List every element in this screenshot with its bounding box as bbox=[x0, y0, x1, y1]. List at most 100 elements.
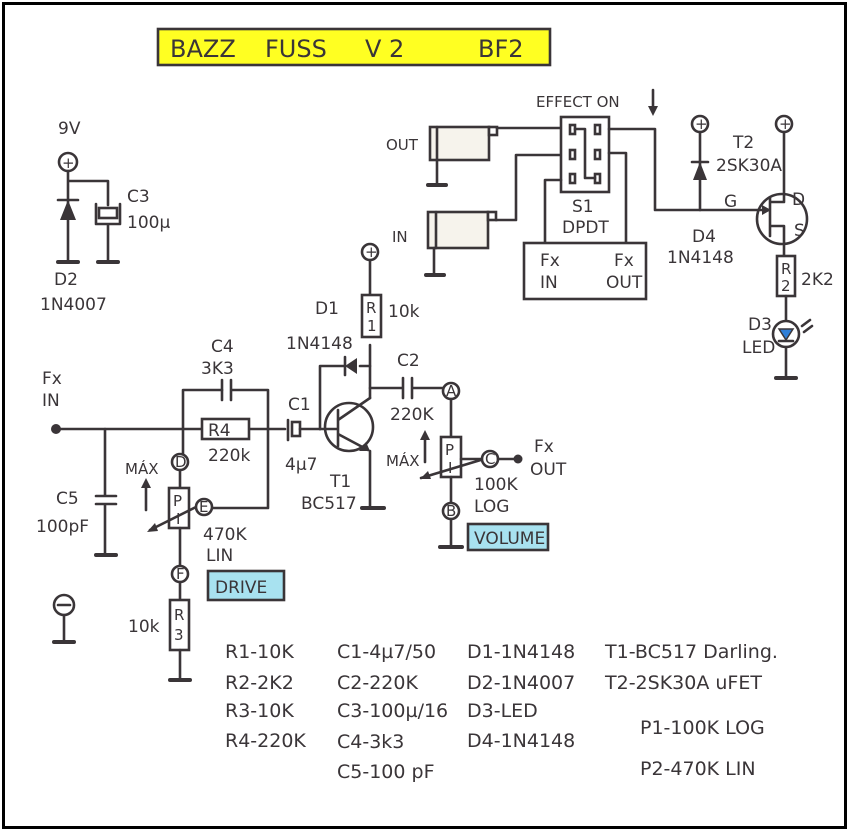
d4-label: D4 bbox=[692, 227, 716, 247]
node-d-label: D bbox=[175, 453, 187, 471]
plus-symbol: + bbox=[62, 154, 75, 172]
bom-pot-1: P1-100K LOG bbox=[640, 717, 765, 739]
c2-label: C2 bbox=[397, 351, 420, 371]
r4-label: R4 bbox=[208, 421, 231, 441]
power-section: 9V + C3 100µ D2 1N4007 bbox=[40, 119, 170, 315]
drive-label-box bbox=[206, 569, 286, 602]
p1-wiper-arrow-icon bbox=[420, 471, 431, 479]
node-e-label: E bbox=[199, 498, 208, 516]
bom-resistor-4: R4-220K bbox=[225, 730, 306, 752]
d4-diode-icon bbox=[693, 162, 707, 180]
t1-value: BC517 bbox=[301, 494, 357, 514]
led-triangle-icon bbox=[777, 328, 795, 342]
bom-resistor-2: R2-2K2 bbox=[225, 672, 294, 694]
p2-max-label: MÁX bbox=[125, 459, 158, 478]
t2-label: T2 bbox=[732, 133, 754, 153]
out-jack-icon bbox=[428, 125, 491, 162]
r1-letter: R bbox=[366, 299, 376, 317]
p2-letter: P bbox=[173, 492, 182, 510]
title-part-1: BAZZ bbox=[170, 35, 236, 63]
p1-taper: LOG bbox=[474, 497, 509, 517]
bom-transistor-2: T2-2SK30A uFET bbox=[604, 672, 762, 694]
fx-box-in-label-1: Fx bbox=[540, 251, 560, 271]
d2-label: D2 bbox=[54, 270, 78, 290]
p2-taper: LIN bbox=[206, 546, 233, 566]
t1-label: T1 bbox=[329, 472, 351, 492]
bom-resistor-3: R3-10K bbox=[225, 700, 294, 722]
c1-value: 4µ7 bbox=[285, 455, 317, 475]
d3-label: D3 bbox=[748, 315, 772, 335]
s1-lug bbox=[593, 148, 602, 161]
bom-diode-3: D3-LED bbox=[467, 700, 538, 722]
r2-value: 2K2 bbox=[801, 270, 834, 290]
t2-value: 2SK30A bbox=[716, 156, 782, 176]
in-jack-icon bbox=[426, 210, 490, 250]
fx-box-in-label-2: IN bbox=[540, 273, 558, 293]
fx-loop-box bbox=[522, 241, 648, 301]
in-jack-label: IN bbox=[392, 228, 408, 246]
node-b-label: B bbox=[446, 502, 456, 520]
s1-lug bbox=[568, 172, 577, 185]
c5-label: C5 bbox=[56, 489, 79, 509]
t1-emitter-arrow-icon bbox=[359, 442, 370, 451]
c3-capacitor-icon bbox=[97, 206, 119, 220]
node-f-label: F bbox=[176, 565, 185, 583]
s1-lug bbox=[593, 123, 602, 136]
p2-letter: I bbox=[176, 510, 180, 528]
t2-source-label: S bbox=[794, 221, 805, 241]
d2-value: 1N4007 bbox=[40, 295, 107, 315]
bom-pot-2: P2-470K LIN bbox=[640, 758, 756, 780]
effect-on-label: EFFECT ON bbox=[536, 93, 620, 111]
c3-label: C3 bbox=[127, 187, 150, 207]
d1-diode-icon bbox=[345, 358, 357, 374]
p2-value: 470K bbox=[203, 525, 247, 545]
fx-box-out-label-1: Fx bbox=[614, 251, 634, 271]
bom-capacitor-3: C3-100µ/16 bbox=[337, 700, 448, 722]
out-jack-label: OUT bbox=[386, 136, 419, 154]
fx-out-label-2: OUT bbox=[530, 460, 567, 480]
c4-label: C4 bbox=[211, 337, 234, 357]
node-e bbox=[194, 497, 214, 517]
d1-value: 1N4148 bbox=[286, 334, 353, 354]
r3-value: 10k bbox=[128, 617, 160, 637]
out-jack-tip-icon bbox=[487, 125, 499, 137]
bom-capacitor-1: C1-4µ7/50 bbox=[337, 641, 436, 663]
d1-label: D1 bbox=[315, 299, 339, 319]
jfet-arrow-icon bbox=[762, 205, 771, 215]
plus-symbol: + bbox=[365, 243, 378, 261]
bom-capacitor-4: C4-3k3 bbox=[337, 731, 404, 753]
bom-transistor-1: T1-BC517 Darling. bbox=[604, 641, 778, 663]
title-background bbox=[156, 27, 552, 67]
bom-resistor-1: R1-10K bbox=[225, 641, 294, 663]
c1-label: C1 bbox=[288, 395, 311, 415]
t2-drain-label: D bbox=[792, 190, 805, 210]
r2-letter: 2 bbox=[781, 277, 791, 295]
r4-resistor-icon bbox=[200, 417, 251, 441]
volume-label: VOLUME bbox=[474, 529, 545, 549]
bom-capacitor-5: C5-100 pF bbox=[337, 761, 435, 783]
d2-diode-icon bbox=[60, 200, 76, 220]
c2-value: 220K bbox=[390, 405, 434, 425]
s1-lug bbox=[568, 148, 577, 161]
main-circuit: Fx IN C5 100pF C4 3K3 R4 220k C1 4µ7 T1 … bbox=[36, 242, 567, 682]
c4-value: 3K3 bbox=[201, 359, 234, 379]
fx-out-label-1: Fx bbox=[534, 437, 554, 457]
s1-type: DPDT bbox=[562, 218, 609, 238]
d3-value: LED bbox=[742, 338, 775, 358]
node-a-label: A bbox=[446, 382, 457, 400]
node-c-label: C bbox=[485, 450, 495, 468]
fx-in-label-1: Fx bbox=[42, 369, 62, 389]
r1-resistor-icon bbox=[360, 293, 383, 339]
t2-gate-label: G bbox=[724, 192, 737, 212]
bom-diode-2: D2-1N4007 bbox=[467, 672, 575, 694]
bill-of-materials: R1-10K R2-2K2 R3-10K R4-220K C1-4µ7/50 C… bbox=[225, 641, 778, 783]
plus-symbol: + bbox=[779, 115, 792, 133]
p2-wiper-arrow-icon bbox=[147, 523, 158, 532]
r1-value: 10k bbox=[388, 302, 420, 322]
r3-letter: R bbox=[174, 606, 184, 624]
c3-value: 100µ bbox=[127, 213, 170, 233]
r3-letter: 3 bbox=[174, 626, 184, 644]
drive-label: DRIVE bbox=[215, 578, 267, 598]
fx-box-out-label-2: OUT bbox=[606, 273, 643, 293]
